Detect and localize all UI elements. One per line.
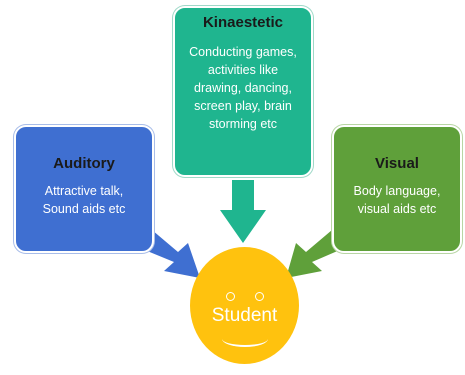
auditory-line: Attractive talk,: [44, 184, 124, 198]
kinaesthetic-description: Conducting games, activities like drawin…: [175, 43, 311, 133]
visual-line: visual aids etc: [357, 202, 437, 216]
auditory-box: Auditory Attractive talk, Sound aids etc: [14, 125, 154, 253]
kinaesthetic-line: activities like: [207, 63, 279, 77]
visual-box: Visual Body language, visual aids etc: [332, 125, 462, 253]
arrow-kinaesthetic: [220, 180, 266, 243]
kinaesthetic-box: Kinaestetic Conducting games, activities…: [173, 6, 313, 177]
smile-icon: [222, 331, 268, 347]
kinaesthetic-line: drawing, dancing,: [194, 81, 292, 95]
student-smiley-face: Student: [190, 247, 299, 364]
auditory-title: Auditory: [53, 155, 115, 172]
left-eye-icon: [226, 292, 235, 301]
right-eye-icon: [255, 292, 264, 301]
auditory-description: Attractive talk, Sound aids etc: [16, 182, 152, 218]
student-label: Student: [211, 305, 278, 326]
visual-description: Body language, visual aids etc: [334, 182, 460, 218]
kinaesthetic-line: storming etc: [208, 117, 278, 131]
kinaesthetic-line: screen play, brain: [194, 99, 292, 113]
auditory-line: Sound aids etc: [42, 202, 126, 216]
visual-line: Body language,: [353, 184, 441, 198]
kinaesthetic-line: Conducting games,: [189, 45, 297, 59]
visual-title: Visual: [375, 155, 419, 172]
kinaesthetic-title: Kinaestetic: [202, 14, 284, 31]
